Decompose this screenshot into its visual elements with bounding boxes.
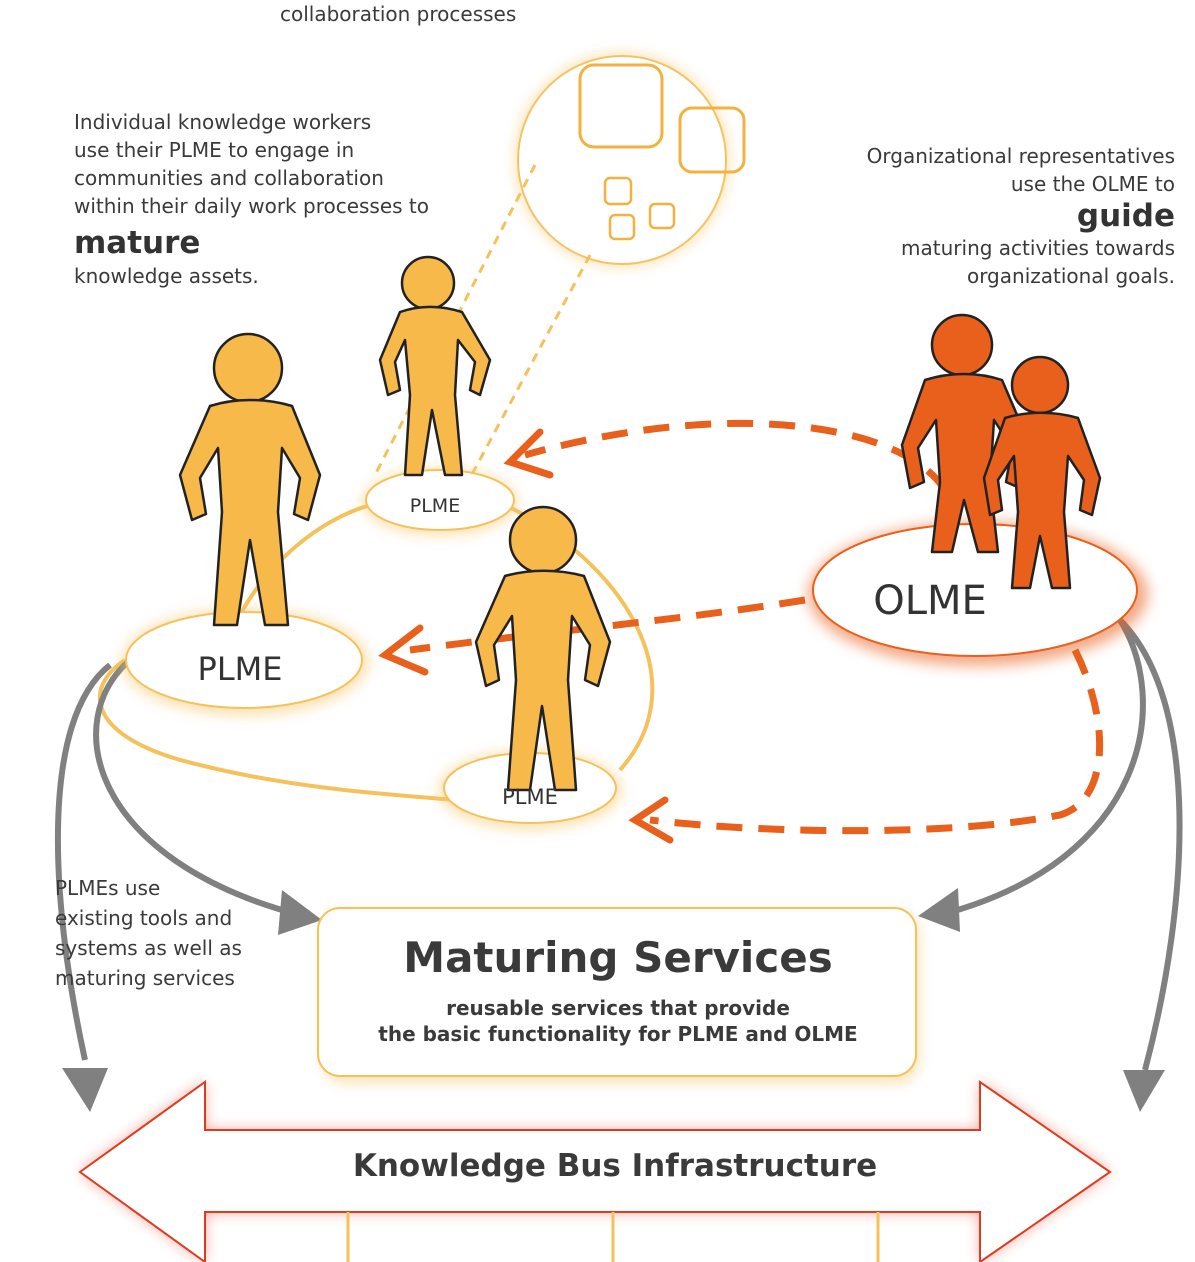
collab-box-medium	[678, 106, 746, 174]
guide-emphasis: guide	[1076, 198, 1175, 234]
plme-middle-label: PLME	[502, 785, 558, 809]
zoom-line-left	[373, 164, 537, 476]
knowledge-bus-arrow	[78, 1080, 1112, 1262]
person-icon-left	[178, 332, 322, 627]
plme-left-label: PLME	[197, 650, 283, 688]
collab-box-large	[578, 63, 664, 149]
person-icon-top	[378, 255, 492, 477]
community-circle	[514, 52, 746, 268]
olme-description-line: maturing activities towards	[901, 236, 1175, 260]
plme-left-node	[121, 608, 369, 716]
plme-description-line: Individual knowledge workers	[74, 110, 372, 134]
olme-label: OLME	[873, 578, 987, 624]
collaboration-caption: collaboration processes	[280, 2, 517, 26]
collab-box-small-3	[608, 213, 636, 241]
maturing-services-box	[317, 907, 920, 1084]
plme-top-node	[362, 468, 518, 536]
plme-description-line: within their daily work processes to	[74, 194, 430, 218]
person-icon-middle	[474, 505, 612, 792]
tools-note-line: maturing services	[55, 966, 235, 990]
gray-arrows	[54, 617, 1183, 1071]
plme-description-line: use their PLME to engage in	[74, 138, 355, 162]
plme-description: Individual knowledge workers use their P…	[74, 108, 429, 290]
plme-description-line: communities and collaboration	[74, 166, 384, 190]
organization-representative-icon-1	[900, 313, 1032, 554]
organization-representative-icon-2	[982, 355, 1102, 590]
plme-tools-note: PLMEs use existing tools and systems as …	[55, 873, 242, 993]
tools-note-line: systems as well as	[55, 936, 242, 960]
knowledge-bus-label: Knowledge Bus Infrastructure	[352, 1148, 878, 1184]
maturing-services-subtitle: reusable services that provide the basic…	[318, 995, 918, 1047]
olme-description-line: Organizational representatives	[866, 144, 1175, 168]
olme-description-line: organizational goals.	[966, 264, 1175, 288]
olme-description: Organizational representatives use the O…	[867, 142, 1175, 290]
orange-arrowheads	[378, 428, 674, 844]
gray-arrowheads	[62, 888, 1165, 1112]
tools-note-line: PLMEs use	[55, 876, 161, 900]
maturing-services-title: Maturing Services	[403, 933, 833, 982]
orange-dashed-arrows	[409, 419, 1104, 835]
mature-emphasis: mature	[74, 225, 201, 261]
olme-description-line: use the OLME to	[1010, 172, 1175, 196]
plme-top-label: PLME	[409, 495, 461, 517]
zoom-line-right	[468, 254, 592, 479]
plme-description-line: knowledge assets.	[74, 264, 259, 288]
services-subtitle-line: reusable services that provide	[446, 996, 790, 1020]
collab-box-small-2	[648, 202, 676, 230]
tools-note-line: existing tools and	[55, 906, 233, 930]
services-subtitle-line: the basic functionality for PLME and OLM…	[378, 1022, 858, 1046]
collab-box-small-1	[603, 176, 633, 206]
